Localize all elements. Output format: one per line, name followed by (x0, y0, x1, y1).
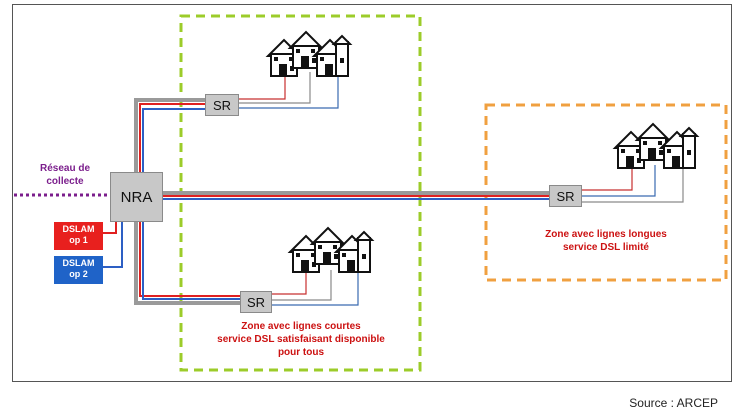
trunk-bottom (134, 222, 240, 305)
houses-long-icon (615, 124, 697, 168)
dslam-op1-label: DSLAM op 1 (62, 224, 95, 245)
sr-long-label: SR (556, 188, 575, 204)
sr-top-node: SR (205, 94, 239, 116)
sr-top-label: SR (212, 97, 232, 113)
dslam-op1-box: DSLAM op 1 (54, 222, 103, 250)
zone-short-label: Zone avec lignes courtes service DSL sat… (217, 321, 385, 358)
trunk-top (134, 98, 205, 172)
source-label: Source : ARCEP (629, 396, 718, 410)
dslam-op2-box: DSLAM op 2 (54, 256, 103, 284)
sr-top-distribution (239, 72, 339, 109)
dslam-op2-label: DSLAM op 2 (62, 258, 95, 279)
sr-bottom-label: SR (246, 294, 266, 310)
dslam-op1-link (103, 222, 117, 234)
sr-bottom-distribution (272, 270, 359, 306)
sr-long-node: SR (549, 185, 582, 207)
zone-long-label: Zone avec lignes longues service DSL lim… (545, 229, 667, 253)
nra-node: NRA (110, 172, 163, 222)
diagram-frame (12, 4, 732, 382)
sr-long-distribution (582, 165, 684, 203)
houses-top-icon (268, 32, 350, 76)
collecte-label: Réseau de collecte (39, 163, 91, 187)
trunk-long (163, 191, 549, 200)
sr-bottom-node: SR (240, 291, 272, 313)
dslam-op2-link (103, 222, 123, 268)
nra-label: NRA (120, 188, 153, 206)
houses-bottom-icon (290, 228, 372, 272)
